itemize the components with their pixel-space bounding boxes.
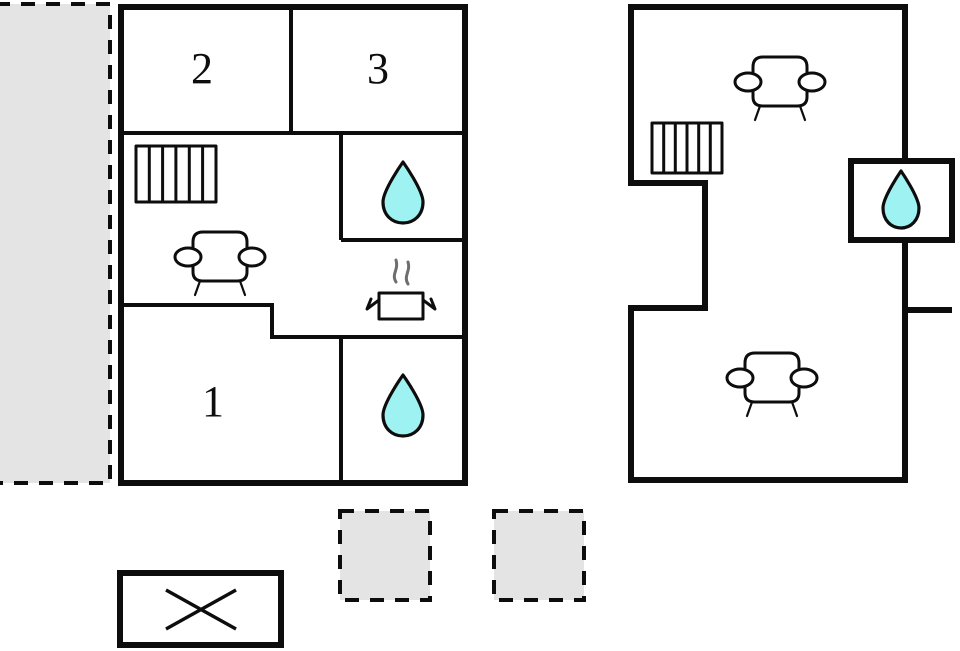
annex-bathroom-bumpout [848, 158, 955, 243]
water-drop-icon [381, 373, 425, 438]
room-label-2: 2 [191, 44, 213, 93]
stairs-icon [650, 121, 724, 175]
terrace-area-right [492, 509, 586, 602]
wall-room1-step [121, 303, 341, 339]
terrace-area-middle [338, 509, 432, 602]
sofa-icon [725, 351, 819, 418]
sofa-icon [173, 230, 267, 297]
room-label-1: 1 [202, 377, 224, 426]
sofa-icon [733, 55, 827, 122]
annex-right-wall-lower-step [902, 240, 952, 313]
room-label-3: 3 [367, 44, 389, 93]
terrace-area-left [0, 2, 112, 485]
water-drop-icon [881, 169, 921, 230]
main-building: 2 3 1 [118, 4, 468, 486]
wall-bathroom-lower [339, 335, 465, 483]
parking-marker [117, 570, 284, 648]
terrace-group [0, 2, 586, 602]
parking-marker-cross [165, 588, 237, 631]
annex-building [628, 4, 955, 483]
stove-icon [365, 258, 437, 321]
stairs-icon [134, 144, 218, 204]
water-drop-icon [381, 160, 425, 225]
